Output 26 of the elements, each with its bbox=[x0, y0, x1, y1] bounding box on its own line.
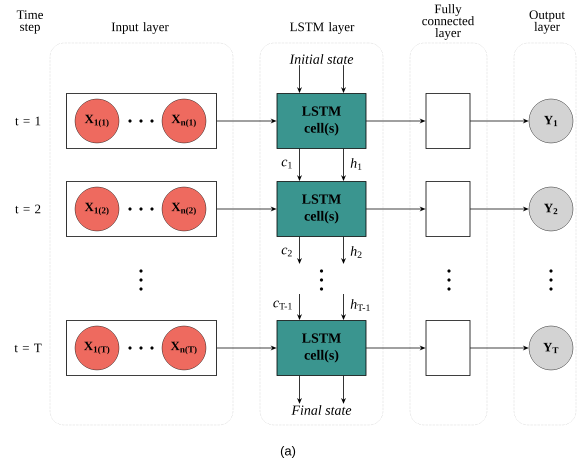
input-box bbox=[66, 181, 217, 237]
time-label: t = T bbox=[14, 344, 42, 352]
layer-heading: Input layer bbox=[112, 22, 169, 34]
input-box bbox=[66, 93, 217, 149]
edge-label: h$_{1}$ bbox=[349, 157, 364, 171]
layer-heading: LSTM layer bbox=[290, 22, 354, 34]
edge-label: c$_{1}$ bbox=[280, 158, 294, 170]
layer-heading: Fully connected layer bbox=[422, 4, 474, 40]
dense-box bbox=[426, 181, 470, 237]
state-label: Initial state bbox=[290, 54, 354, 64]
lstm-cell: LSTM cell(s) bbox=[276, 93, 366, 149]
edge-label: h$_{T-1}$ bbox=[349, 298, 372, 312]
edge-label: c$_{2}$ bbox=[280, 246, 294, 258]
lstm-cell: LSTM cell(s) bbox=[276, 320, 366, 376]
time-label: t = 2 bbox=[15, 204, 40, 214]
lstm-cell: LSTM cell(s) bbox=[276, 181, 366, 237]
input-box bbox=[66, 320, 217, 376]
edge-label: h$_{2}$ bbox=[349, 245, 364, 259]
dense-box bbox=[426, 93, 470, 149]
dense-box bbox=[426, 320, 470, 376]
edge-label: c$_{T-1}$ bbox=[272, 300, 294, 310]
time-label: t = 1 bbox=[15, 116, 40, 126]
layer-heading: Output layer bbox=[530, 10, 565, 34]
state-label: Final state bbox=[291, 405, 352, 415]
caption: (a) bbox=[280, 446, 296, 458]
axis-title: Time step bbox=[16, 10, 43, 34]
